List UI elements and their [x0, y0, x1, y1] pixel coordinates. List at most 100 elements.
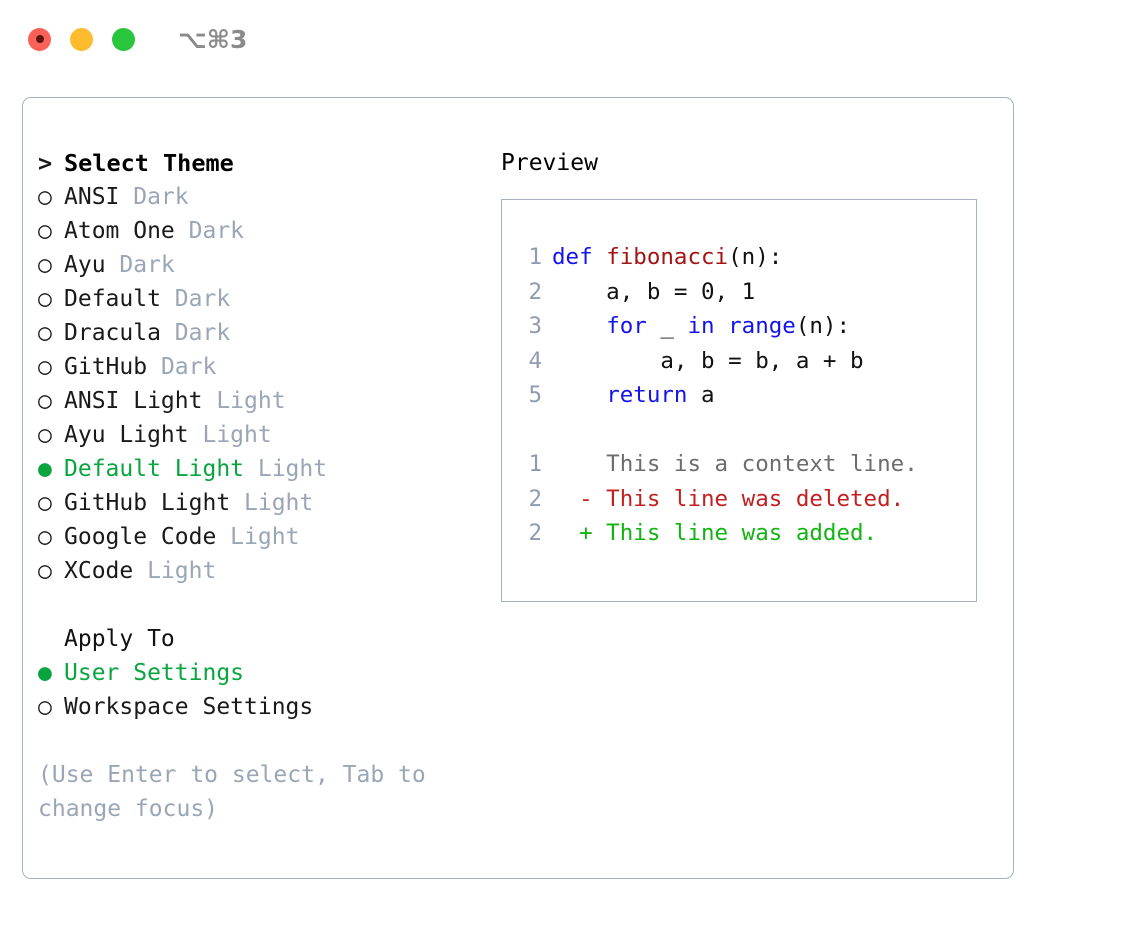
theme-option-name: XCode: [64, 558, 134, 584]
theme-option-row[interactable]: ○ Ayu Light Light: [38, 418, 478, 452]
hint-spacer: [38, 724, 478, 758]
theme-option-name: GitHub: [64, 354, 148, 380]
maximize-button[interactable]: [112, 27, 135, 51]
theme-option-name: ANSI: [64, 184, 120, 210]
radio-unselected-icon: ○: [38, 694, 52, 720]
theme-option-name: Google Code: [64, 524, 217, 550]
code-line: 4 a, b = b, a + b: [518, 344, 976, 379]
code-token-kw: in: [687, 313, 729, 339]
code-token-kw: for: [606, 313, 647, 339]
radio-selected-icon: ●: [38, 660, 52, 686]
theme-option-row[interactable]: ○ ANSI Dark: [38, 180, 478, 214]
code-token-plain: (n):: [795, 313, 851, 339]
theme-option-row[interactable]: ○ GitHub Dark: [38, 350, 478, 384]
theme-option-name: Ayu Light: [64, 422, 189, 448]
radio-unselected-icon: ○: [38, 388, 52, 414]
theme-option-row[interactable]: ○ GitHub Light Light: [38, 486, 478, 520]
diff-line-number: 2: [528, 485, 542, 512]
theme-option-kind: Dark: [147, 354, 217, 380]
radio-unselected-icon: ○: [38, 524, 52, 550]
diff-line-number: 2: [528, 520, 542, 546]
apply-to-option-name: User Settings: [64, 660, 245, 686]
theme-option-row[interactable]: ○ Google Code Light: [38, 520, 478, 554]
radio-unselected-icon: ○: [38, 422, 52, 448]
theme-option-kind: Dark: [174, 218, 245, 244]
title-bar: ⌥⌘3: [0, 0, 1140, 78]
theme-option-kind: Light: [244, 456, 328, 482]
theme-option-kind: Light: [133, 558, 217, 584]
theme-list-panel: >Select Theme ○ ANSI Dark ○ Atom One Dark ○ A…: [38, 146, 478, 826]
list-spacer: [38, 588, 478, 622]
theme-option-name: Atom One: [64, 218, 175, 244]
theme-option-kind: Light: [188, 422, 272, 448]
code-token-kw: range: [728, 313, 796, 339]
code-token-plain: _: [646, 313, 688, 339]
minimize-button[interactable]: [70, 27, 93, 51]
code-line-number: 4: [528, 347, 542, 374]
code-token-plain: a, b = b, a + b: [552, 347, 864, 374]
code-token-plain: (n):: [728, 244, 783, 270]
apply-to-indent: [38, 622, 64, 656]
diff-line: 2 + This line was added.: [518, 516, 976, 551]
theme-option-row[interactable]: ● Default Light Light: [38, 452, 478, 486]
theme-option-kind: Light: [230, 490, 314, 516]
radio-unselected-icon: ○: [38, 558, 52, 584]
diff-line-deleted: - This line was deleted.: [552, 485, 905, 512]
theme-selector-card: >Select Theme ○ ANSI Dark ○ Atom One Dark ○ A…: [22, 97, 1014, 879]
code-line: 3 for _ in range(n):: [518, 309, 976, 344]
diff-line-context: This is a context line.: [552, 451, 918, 477]
code-token-plain: a, b = 0, 1: [552, 278, 756, 305]
radio-unselected-icon: ○: [38, 354, 52, 380]
theme-option-row[interactable]: ○ Atom One Dark: [38, 214, 478, 248]
theme-option-row[interactable]: ○ Ayu Dark: [38, 248, 478, 282]
code-line: 5 return a: [518, 378, 976, 413]
theme-option-name: ANSI Light: [64, 388, 203, 414]
radio-selected-icon: ●: [38, 456, 52, 482]
hint-line-1: (Use Enter to select, Tab to: [38, 762, 426, 788]
radio-unselected-icon: ○: [38, 320, 52, 346]
theme-option-kind: Light: [216, 524, 300, 550]
theme-option-kind: Light: [202, 388, 286, 414]
radio-unselected-icon: ○: [38, 252, 52, 278]
theme-option-kind: Dark: [160, 320, 231, 346]
code-line: 1 def fibonacci(n):: [518, 240, 976, 275]
code-diff-separator: [518, 413, 976, 448]
theme-option-kind: Dark: [105, 252, 175, 278]
theme-option-list: ○ANSI Dark○Atom One Dark○Ayu Dark○Defaul…: [38, 180, 478, 588]
radio-unselected-icon: ○: [38, 218, 52, 244]
apply-to-option-row[interactable]: ○ Workspace Settings: [38, 690, 478, 724]
hint-line-2: change focus): [38, 796, 219, 822]
apply-to-label-row: Apply To: [38, 622, 478, 656]
theme-list-header-label: Select Theme: [64, 149, 234, 177]
theme-option-name: Dracula: [64, 320, 161, 346]
theme-option-row[interactable]: ○ Dracula Dark: [38, 316, 478, 350]
close-button[interactable]: [28, 27, 51, 51]
apply-to-option-name: Workspace Settings: [64, 694, 314, 720]
apply-to-option-row[interactable]: ● User Settings: [38, 656, 478, 690]
code-line-number: 1: [528, 244, 542, 270]
diff-line-number: 1: [528, 451, 542, 477]
theme-option-name: Ayu: [64, 252, 106, 278]
radio-unselected-icon: ○: [38, 184, 52, 210]
code-line-number: 5: [528, 382, 542, 408]
code-token-kw: def: [552, 244, 607, 270]
diff-line-added: + This line was added.: [552, 520, 878, 546]
theme-option-name: GitHub Light: [64, 490, 231, 516]
code-line-number: 2: [528, 278, 542, 305]
theme-list-header: >Select Theme: [38, 146, 478, 180]
theme-option-kind: Dark: [119, 184, 189, 210]
radio-unselected-icon: ○: [38, 490, 52, 516]
preview-title: Preview: [501, 150, 598, 176]
apply-to-option-list: ● User Settings ○ Workspace Settings: [38, 656, 478, 724]
diff-sample: 1 This is a context line. 2 - This line w…: [518, 447, 976, 551]
theme-option-name: Default Light: [64, 456, 245, 482]
code-token-kw: return: [606, 382, 688, 408]
theme-option-row[interactable]: ○ ANSI Light Light: [38, 384, 478, 418]
code-token-fn: fibonacci: [606, 244, 729, 270]
theme-option-row[interactable]: ○Default Dark: [38, 282, 478, 316]
theme-option-row[interactable]: ○ XCode Light: [38, 554, 478, 588]
